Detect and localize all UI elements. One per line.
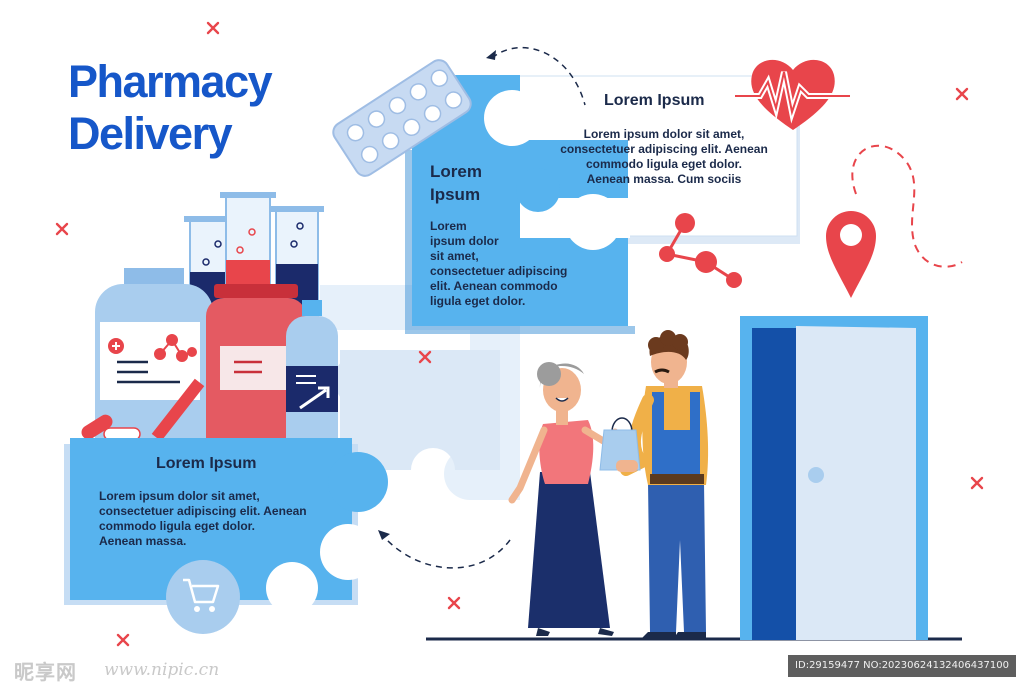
card-top-right-line-2: consectetuer adipiscing elit. Aenean — [560, 142, 768, 156]
card-top-right-line-1: Lorem ipsum dolor sit amet, — [583, 127, 745, 141]
location-pin-icon — [826, 211, 876, 298]
spray-bottle-icon — [286, 300, 338, 440]
watermark-url: www.nipic.cn — [104, 660, 220, 680]
decorative-crosses — [55, 21, 984, 647]
card-middle-line-6: ligula eget dolor. — [430, 294, 526, 308]
card-bottom-left-body: Lorem ipsum dolor sit amet, consectetuer… — [99, 489, 329, 549]
medicine-group — [81, 192, 338, 442]
card-top-right-body: Lorem ipsum dolor sit amet, consectetuer… — [556, 127, 772, 187]
card-top-right-heading: Lorem Ipsum — [604, 92, 705, 109]
red-bottle-icon — [206, 284, 306, 440]
title-line-1: Pharmacy — [68, 56, 273, 107]
delivery-man-figure — [620, 330, 709, 638]
card-bottom-left-line-2: consectetuer adipiscing elit. Aenean — [99, 504, 307, 518]
shopping-cart-icon — [166, 560, 240, 634]
card-middle-line-1: Lorem — [430, 219, 467, 233]
door-icon — [740, 316, 928, 640]
card-middle-body: Lorem ipsum dolor sit amet, consectetuer… — [430, 219, 570, 309]
arrow-head-bottom — [378, 530, 390, 540]
title-line-2: Delivery — [68, 108, 233, 159]
card-top-right-line-4: Aenean massa. Cum sociis — [586, 172, 742, 186]
capsule-icon — [81, 414, 141, 441]
card-top-right-line-3: commodo ligula eget dolor. — [585, 157, 742, 171]
dashed-arrow-top — [491, 46, 586, 106]
card-bottom-left-line-1: Lorem ipsum dolor sit amet, — [99, 489, 260, 503]
card-middle-line-5: elit. Aenean commodo — [430, 279, 558, 293]
medicine-jar-icon — [95, 268, 213, 440]
card-middle-line-2: ipsum dolor — [430, 234, 499, 248]
card-bottom-left-line-4: Aenean massa. — [99, 534, 187, 548]
elderly-woman-figure — [508, 362, 619, 636]
card-middle-heading: Lorem Ipsum — [430, 160, 510, 206]
pill-blister-icon — [332, 59, 472, 177]
molecule-icon — [659, 213, 742, 288]
card-middle-line-4: consectetuer adipiscing — [430, 264, 568, 278]
card-middle-line-3: sit amet, — [430, 249, 479, 263]
dashed-arrow-bottom — [384, 537, 511, 569]
card-middle-heading-line-2: Ipsum — [430, 185, 481, 204]
watermark-id: ID:29159477 NO:20230624132406437100 — [788, 655, 1016, 677]
heart-pulse-icon — [735, 59, 850, 130]
arrow-head-top — [486, 50, 496, 60]
card-bottom-left-heading: Lorem Ipsum — [156, 455, 257, 472]
background-puzzle — [320, 285, 520, 500]
watermark-logo: 昵享网 — [14, 660, 77, 684]
page-title: Pharmacy Delivery — [68, 56, 273, 160]
shopping-bag-icon — [599, 417, 641, 472]
card-middle-heading-line-1: Lorem — [430, 162, 482, 181]
thermometer-icon — [151, 378, 205, 442]
dashed-route — [851, 144, 963, 268]
card-bottom-left-line-3: commodo ligula eget dolor. — [99, 519, 256, 533]
